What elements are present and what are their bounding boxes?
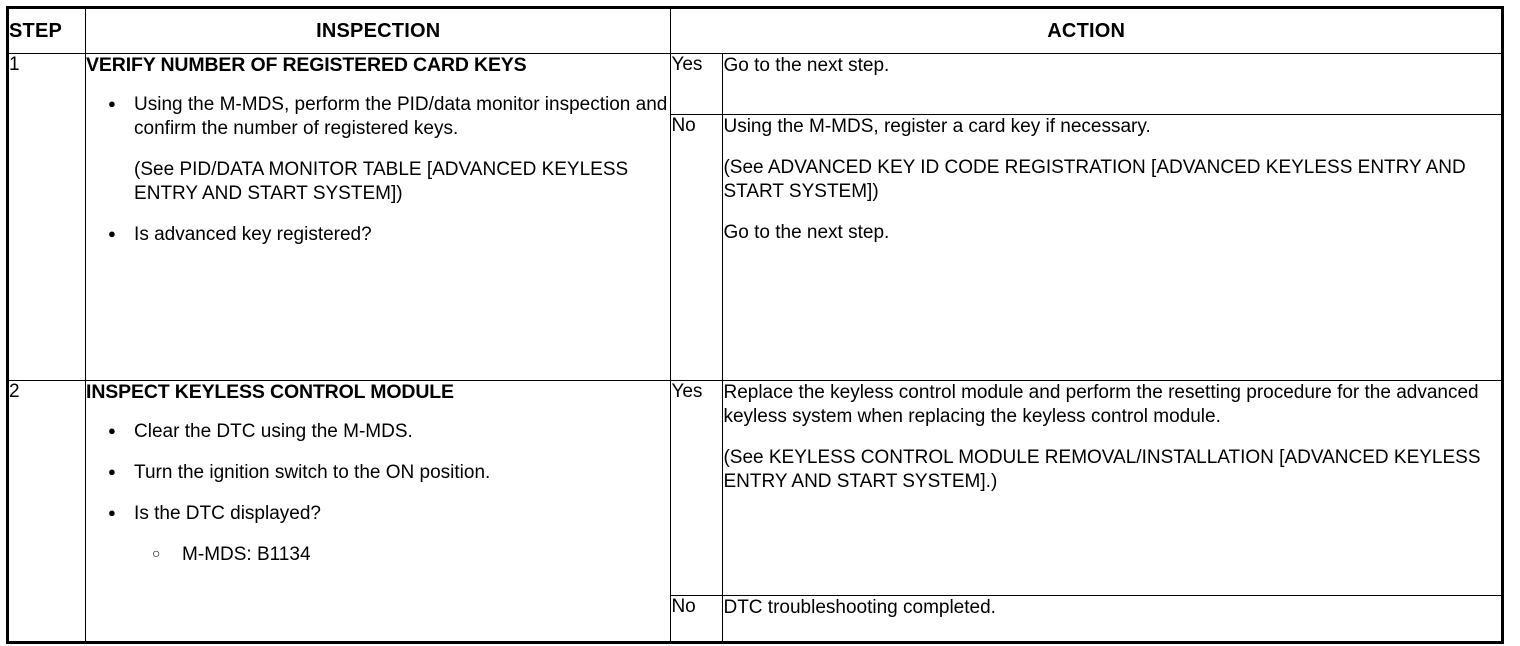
list-item: Is the DTC displayed?: [86, 501, 670, 526]
result-label-no-1: No: [670, 114, 724, 381]
header-row: STEP INSPECTION ACTION: [6, 7, 1503, 54]
list-item: (See PID/DATA MONITOR TABLE [ADVANCED KE…: [134, 158, 629, 204]
table-body: 1 VERIFY NUMBER OF REGISTERED CARD KEYS …: [6, 53, 1503, 643]
inspection-title-1: VERIFY NUMBER OF REGISTERED CARD KEYS: [86, 54, 527, 76]
column-header-inspection: INSPECTION: [85, 7, 672, 54]
inspection-list-1: Using the M-MDS, perform the PID/data mo…: [86, 92, 670, 247]
action-paragraph: Using the M-MDS, register a card key if …: [723, 116, 1151, 137]
action-cell-1-no: Using the M-MDS, register a card key if …: [722, 114, 1503, 381]
action-cell-1-yes: Go to the next step.: [722, 53, 1503, 115]
table-row: 2 INSPECT KEYLESS CONTROL MODULE Clear t…: [6, 380, 1503, 643]
table-row: No DTC troubleshooting completed.: [8, 595, 1503, 643]
result-label-yes-2: Yes: [670, 380, 724, 596]
list-item: Clear the DTC using the M-MDS.: [86, 419, 670, 444]
result-label-yes-1: Yes: [670, 53, 724, 115]
list-item: Is advanced key registered?: [86, 222, 670, 247]
inspection-cell-1: VERIFY NUMBER OF REGISTERED CARD KEYS Us…: [85, 53, 672, 381]
action-paragraph: (See KEYLESS CONTROL MODULE REMOVAL/INST…: [723, 447, 1481, 493]
inspection-title-2: INSPECT KEYLESS CONTROL MODULE: [86, 381, 454, 403]
action-paragraph: Go to the next step.: [723, 55, 890, 76]
list-item: M-MDS: B1134: [86, 543, 670, 567]
inspection-cell-2: INSPECT KEYLESS CONTROL MODULE Clear the…: [85, 380, 672, 643]
step-number-1: 1: [6, 53, 87, 381]
list-item: Turn the ignition switch to the ON posit…: [86, 460, 670, 485]
action-paragraph: Replace the keyless control module and p…: [723, 382, 1479, 428]
table-row: 1 VERIFY NUMBER OF REGISTERED CARD KEYS …: [6, 53, 1503, 381]
action-cell-2-no: DTC troubleshooting completed.: [722, 595, 1503, 643]
result-label-no-2: No: [670, 595, 724, 643]
action-paragraph: DTC troubleshooting completed.: [723, 597, 996, 618]
inspection-list-2: Clear the DTC using the M-MDS. Turn the …: [86, 419, 670, 567]
list-item: Using the M-MDS, perform the PID/data mo…: [86, 92, 670, 141]
action-paragraph: (See ADVANCED KEY ID CODE REGISTRATION […: [723, 157, 1466, 203]
action-cell-2-yes: Replace the keyless control module and p…: [722, 380, 1503, 596]
step-number-2: 2: [6, 380, 87, 643]
column-header-action: ACTION: [670, 7, 1503, 54]
table-row: No Using the M-MDS, register a card key …: [8, 114, 1503, 381]
action-paragraph: Go to the next step.: [723, 222, 890, 244]
table-header: STEP INSPECTION ACTION: [6, 7, 1503, 54]
column-header-step: STEP: [6, 7, 87, 54]
dtc-troubleshooting-table: STEP INSPECTION ACTION 1 VERIFY NUMBER O…: [6, 6, 1504, 644]
